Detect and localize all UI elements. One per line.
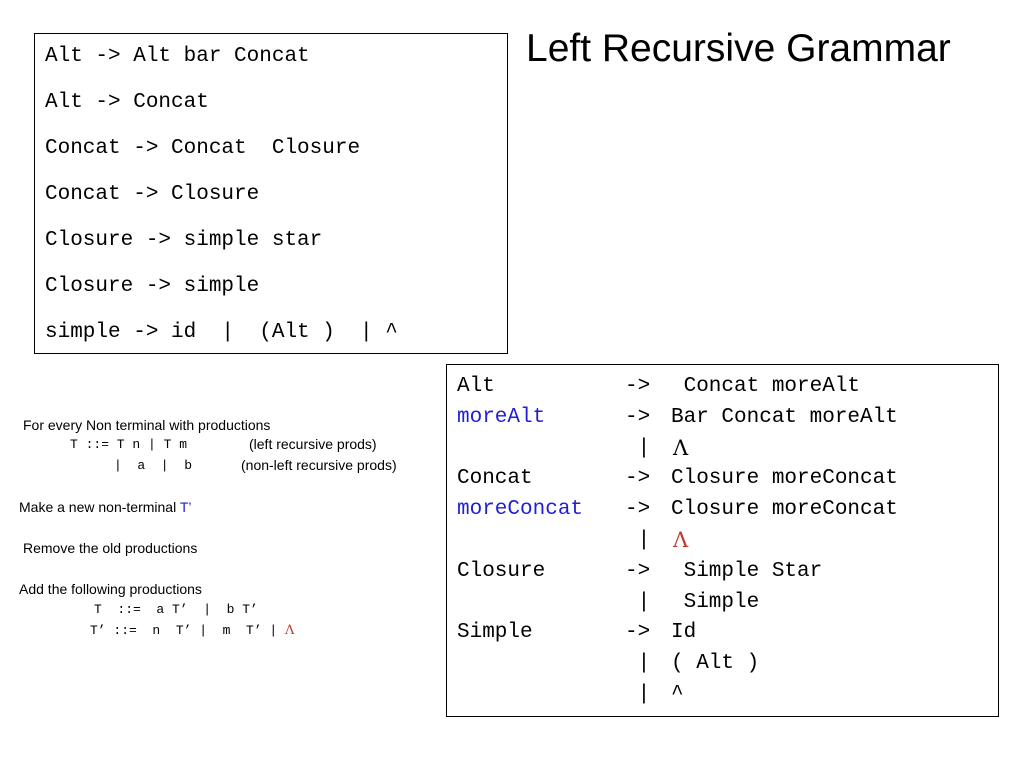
grammar-rhs: Concat moreAlt [671,375,861,398]
note-make-new-nonterminal: Make a new non-terminal T’ [19,500,192,514]
note-production-t-prime: T’ ::= n T’ | m T’ | Λ [90,624,294,637]
alternative-bar: | [625,591,651,614]
note-production-t-prime-text: T’ ::= n T’ | m T’ | [90,623,286,638]
note-non-left-recursive-label: (non-left recursive prods) [241,457,397,473]
grammar-rhs: ( Alt ) [671,652,760,675]
note-remove-old: Remove the old productions [23,540,198,556]
grammar-rule: Alt -> Concat [45,91,209,114]
grammar-rule: Concat -> Closure [45,183,260,206]
lambda-symbol: Λ [673,528,689,552]
grammar-rule: simple -> id | (Alt ) | ^ [45,321,398,344]
note-left-recursive-label: (left recursive prods) [249,436,377,452]
note-make-new-text: Make a new non-terminal [19,499,180,515]
note-add-productions: Add the following productions [19,581,202,597]
lambda-symbol: Λ [285,623,295,638]
grammar-lhs: Closure [457,560,546,583]
alternative-bar: | [625,529,651,552]
production-arrow: -> [625,560,651,583]
grammar-rule: Closure -> simple star [45,229,323,252]
note-left-recursive-code: T ::= T n | T m [70,437,188,452]
grammar-rhs: Simple Star [671,560,823,583]
note-t-prime: T’ [179,499,192,515]
grammar-lhs: Simple [457,621,533,644]
note-every-nonterminal: For every Non terminal with productions [23,417,271,433]
grammar-rule: Closure -> simple [45,275,260,298]
grammar-lhs: Concat [457,467,533,490]
grammar-lhs: moreConcat [457,498,584,521]
grammar-lhs: moreAlt [457,406,546,429]
left-recursive-grammar-box: Alt -> Alt bar Concat Alt -> Concat Conc… [34,33,508,354]
grammar-rule: Concat -> Concat Closure [45,137,361,160]
grammar-rhs: ^ [671,683,684,706]
grammar-lhs: Alt [457,375,495,398]
alternative-bar: | [625,437,651,460]
production-arrow: -> [625,498,651,521]
transformed-grammar-box: Alt -> Concat moreAlt moreAlt -> Bar Concat … [446,364,999,717]
production-arrow: -> [625,621,651,644]
grammar-rule: Alt -> Alt bar Concat [45,45,310,68]
lambda-symbol: Λ [673,436,689,460]
grammar-rhs: Closure moreConcat [671,498,898,521]
grammar-rhs: Simple [671,591,760,614]
production-arrow: -> [625,467,651,490]
note-production-t: T ::= a T’ | b T’ [94,602,258,617]
alternative-bar: | [625,683,651,706]
slide-title: Left Recursive Grammar [526,27,951,70]
production-arrow: -> [625,406,651,429]
grammar-rhs: Closure moreConcat [671,467,898,490]
production-arrow: -> [625,375,651,398]
note-non-left-recursive-code: | a | b [114,458,193,473]
alternative-bar: | [625,652,651,675]
grammar-rhs: Bar Concat moreAlt [671,406,898,429]
grammar-rhs: Id [671,621,697,644]
